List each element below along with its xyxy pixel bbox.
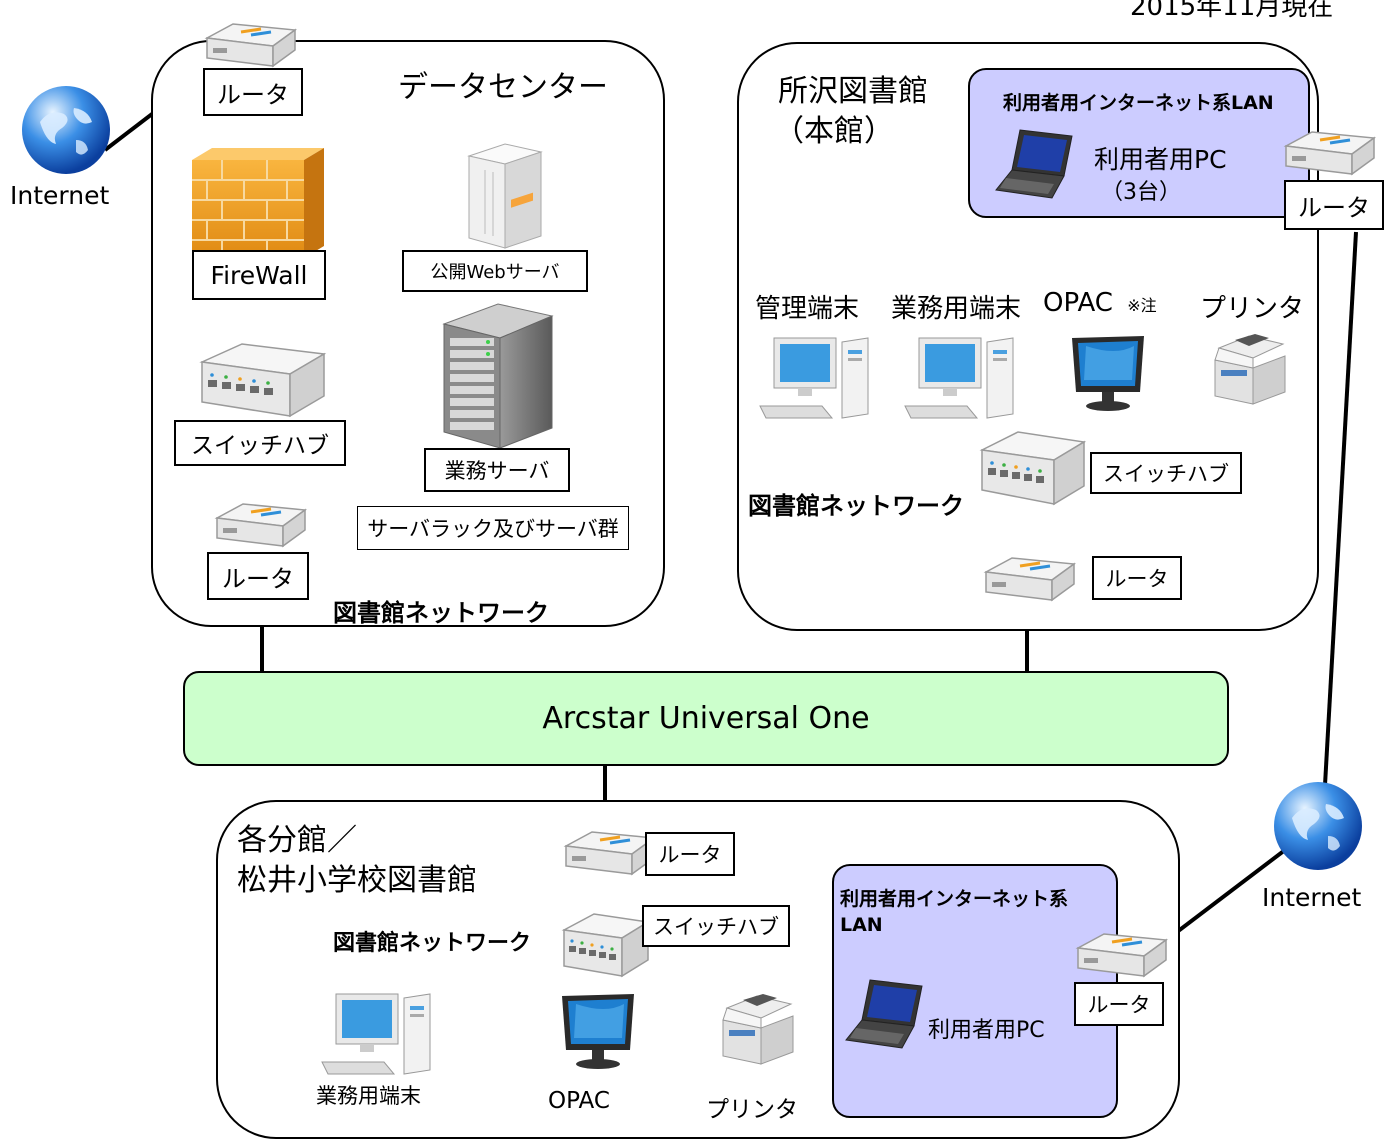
web-server-icon (467, 143, 543, 249)
datacenter-title: データセンター (398, 70, 608, 105)
router-icon (1283, 131, 1377, 176)
datacenter-network-label: 図書館ネットワーク (333, 599, 549, 627)
public-pc-line2: （3台） (1101, 180, 1181, 205)
opac-text: OPAC (1043, 288, 1113, 318)
router-icon (204, 23, 298, 68)
router-label: ルータ (203, 68, 303, 116)
branch-title-line1: 各分館／ (237, 823, 357, 858)
router-label: ルータ (1074, 982, 1164, 1026)
wan-label: Arcstar Universal One (542, 701, 870, 736)
printer-icon (1214, 334, 1286, 405)
router-icon (563, 831, 657, 876)
firewall-label: FireWall (192, 250, 326, 300)
printer-icon (722, 994, 794, 1065)
desktop-pc-icon (321, 993, 431, 1075)
internet-left-label: Internet (10, 181, 110, 210)
branch-public-pc-label: 利用者用PC (928, 1018, 1045, 1043)
branch-lan-title-line1: 利用者用インターネット系 (840, 888, 1069, 910)
monitor-icon (1072, 336, 1144, 411)
laptop-icon (845, 979, 923, 1049)
switch-hub-label: スイッチハブ (1090, 452, 1242, 494)
branch-opac-label: OPAC (548, 1088, 610, 1114)
switch-hub-icon (979, 431, 1087, 506)
wan-arcstar: Arcstar Universal One (183, 671, 1229, 766)
business-server-label: 業務サーバ (424, 448, 570, 492)
opac-note: ※注 (1127, 296, 1157, 315)
date-note: 2015年11月現在 (1130, 0, 1334, 22)
opac-label: OPAC ※注 (1043, 288, 1157, 318)
router-label: ルータ (1092, 556, 1182, 600)
router-icon (214, 503, 308, 548)
internet-right-label: Internet (1262, 883, 1362, 912)
router-icon (1075, 933, 1169, 978)
router-icon (983, 557, 1077, 602)
server-rack-label: サーバラック及びサーバ群 (357, 506, 629, 550)
business-terminal-label: 業務用端末 (891, 294, 1022, 324)
public-lan-title: 利用者用インターネット系LAN (1003, 92, 1274, 114)
branch-lan-title-line2: LAN (840, 914, 883, 936)
switch-hub-icon (199, 343, 327, 418)
main-library-title-line2: （本館） (774, 114, 894, 149)
branch-printer-label: プリンタ (706, 1097, 798, 1123)
laptop-icon (995, 129, 1073, 199)
firewall-icon (192, 148, 324, 258)
router-label: ルータ (645, 832, 735, 876)
branch-title-line2: 松井小学校図書館 (237, 863, 477, 898)
public-pc-line1: 利用者用PC (1094, 145, 1227, 174)
monitor-icon (562, 994, 634, 1069)
server-rack-icon (442, 303, 554, 449)
router-label: ルータ (207, 552, 309, 600)
admin-terminal-label: 管理端末 (755, 294, 860, 324)
desktop-pc-icon (759, 337, 869, 419)
switch-hub-label: スイッチハブ (642, 905, 790, 947)
printer-label: プリンタ (1200, 294, 1305, 324)
globe-icon (1274, 782, 1362, 870)
switch-hub-icon (561, 913, 651, 978)
desktop-pc-icon (904, 337, 1014, 419)
globe-icon (22, 86, 110, 174)
main-library-title-line1: 所沢図書館 (778, 74, 928, 109)
router-label: ルータ (1284, 180, 1384, 230)
branch-network-label: 図書館ネットワーク (333, 931, 532, 956)
public-lan-branch (832, 864, 1118, 1118)
switch-hub-label: スイッチハブ (174, 420, 346, 466)
branch-business-terminal-label: 業務用端末 (316, 1084, 421, 1108)
web-server-label: 公開Webサーバ (402, 250, 588, 292)
main-network-label: 図書館ネットワーク (748, 492, 964, 520)
